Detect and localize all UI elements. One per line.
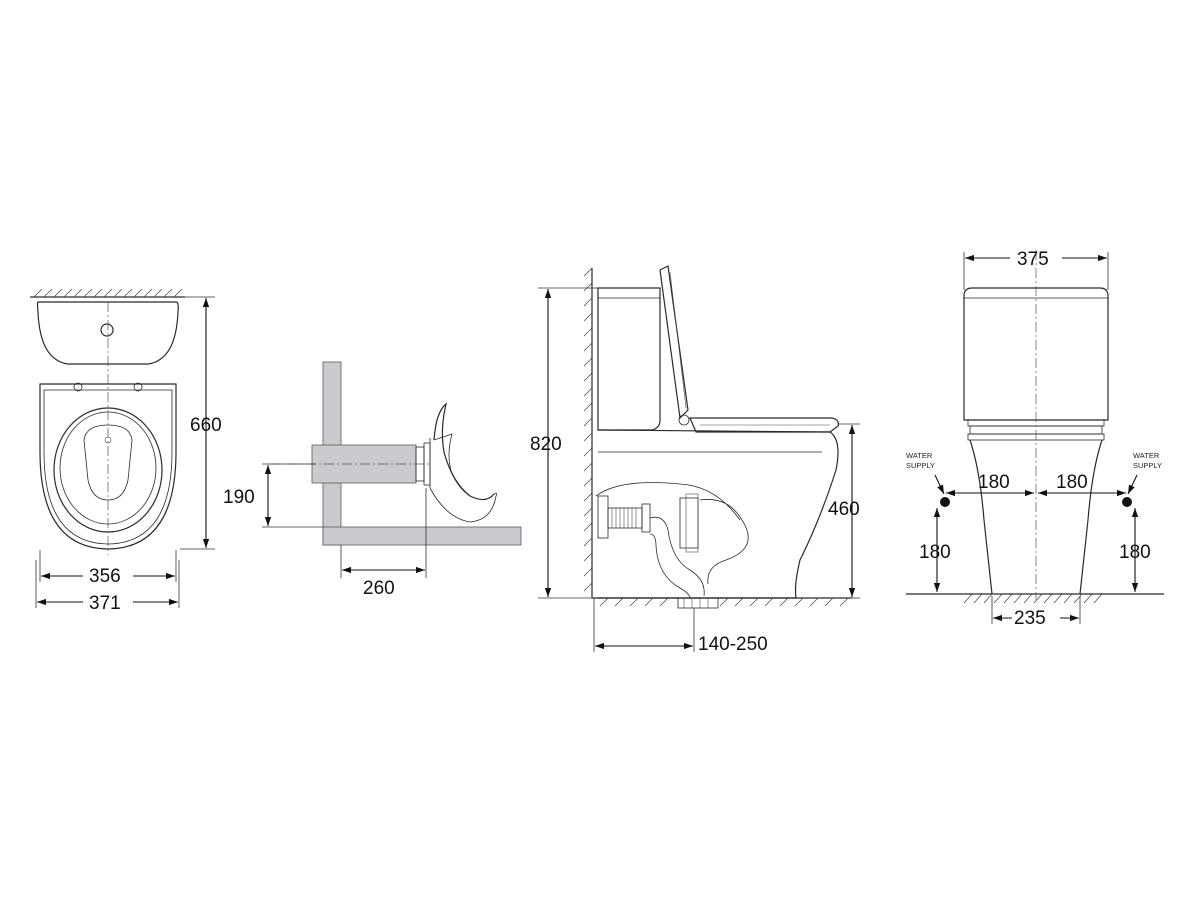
side-connector bbox=[597, 493, 699, 553]
total-height-label: 820 bbox=[530, 434, 562, 455]
supply-right-label-2: SUPPLY bbox=[1133, 461, 1162, 470]
side-raised-lid bbox=[659, 265, 689, 420]
hinge-right-icon bbox=[133, 382, 143, 392]
front-floor-hatch bbox=[906, 593, 1164, 604]
front-view: 375 WATER SUPPLY WATER SUPPLY 180 180 18… bbox=[906, 249, 1164, 629]
side-floor-hatch bbox=[592, 597, 852, 607]
water-supply-right-icon bbox=[1122, 497, 1132, 507]
detail-pan-trapway bbox=[433, 402, 495, 501]
side-trapway bbox=[595, 482, 749, 599]
cistern-width-label: 375 bbox=[1017, 249, 1049, 270]
front-pan-body bbox=[969, 439, 1103, 595]
plan-seat-outer bbox=[39, 383, 177, 550]
detail-floor-slab bbox=[322, 526, 522, 546]
outlet-detail: 190 260 bbox=[223, 361, 522, 599]
supply-right-label-1: WATER bbox=[1133, 451, 1160, 460]
flush-button-icon bbox=[100, 323, 114, 337]
supply-left-label-1: WATER bbox=[906, 451, 933, 460]
side-cistern bbox=[597, 287, 661, 431]
side-view: 820 460 140-250 bbox=[530, 265, 860, 655]
side-floor-flange bbox=[677, 597, 719, 609]
supply-left-height-label: 180 bbox=[919, 542, 951, 563]
inner-width-label: 356 bbox=[89, 566, 121, 587]
outlet-projection-label: 260 bbox=[363, 578, 395, 599]
front-cistern bbox=[963, 287, 1109, 421]
side-pan-body bbox=[597, 429, 839, 599]
plan-bowl-opening bbox=[83, 424, 133, 501]
top-view: 660 356 371 bbox=[30, 288, 222, 614]
side-hinge-icon bbox=[678, 414, 690, 426]
set-out-label: 140-250 bbox=[698, 634, 768, 655]
seat-height-label: 460 bbox=[828, 499, 860, 520]
outer-width-label: 371 bbox=[89, 593, 121, 614]
supply-left-label-2: SUPPLY bbox=[906, 461, 935, 470]
top-wall-hatch bbox=[30, 288, 185, 298]
supply-left-offset-label: 180 bbox=[978, 472, 1010, 493]
side-seat bbox=[689, 417, 839, 433]
water-supply-left-icon bbox=[940, 497, 950, 507]
supply-right-offset-label: 180 bbox=[1056, 472, 1088, 493]
supply-right-height-label: 180 bbox=[1119, 542, 1151, 563]
depth-label: 660 bbox=[190, 415, 222, 436]
plan-cistern bbox=[36, 301, 179, 365]
hinge-left-icon bbox=[73, 382, 83, 392]
side-wall-hatch bbox=[583, 267, 593, 598]
base-width-label: 235 bbox=[1014, 608, 1046, 629]
outlet-height-label: 190 bbox=[223, 487, 255, 508]
